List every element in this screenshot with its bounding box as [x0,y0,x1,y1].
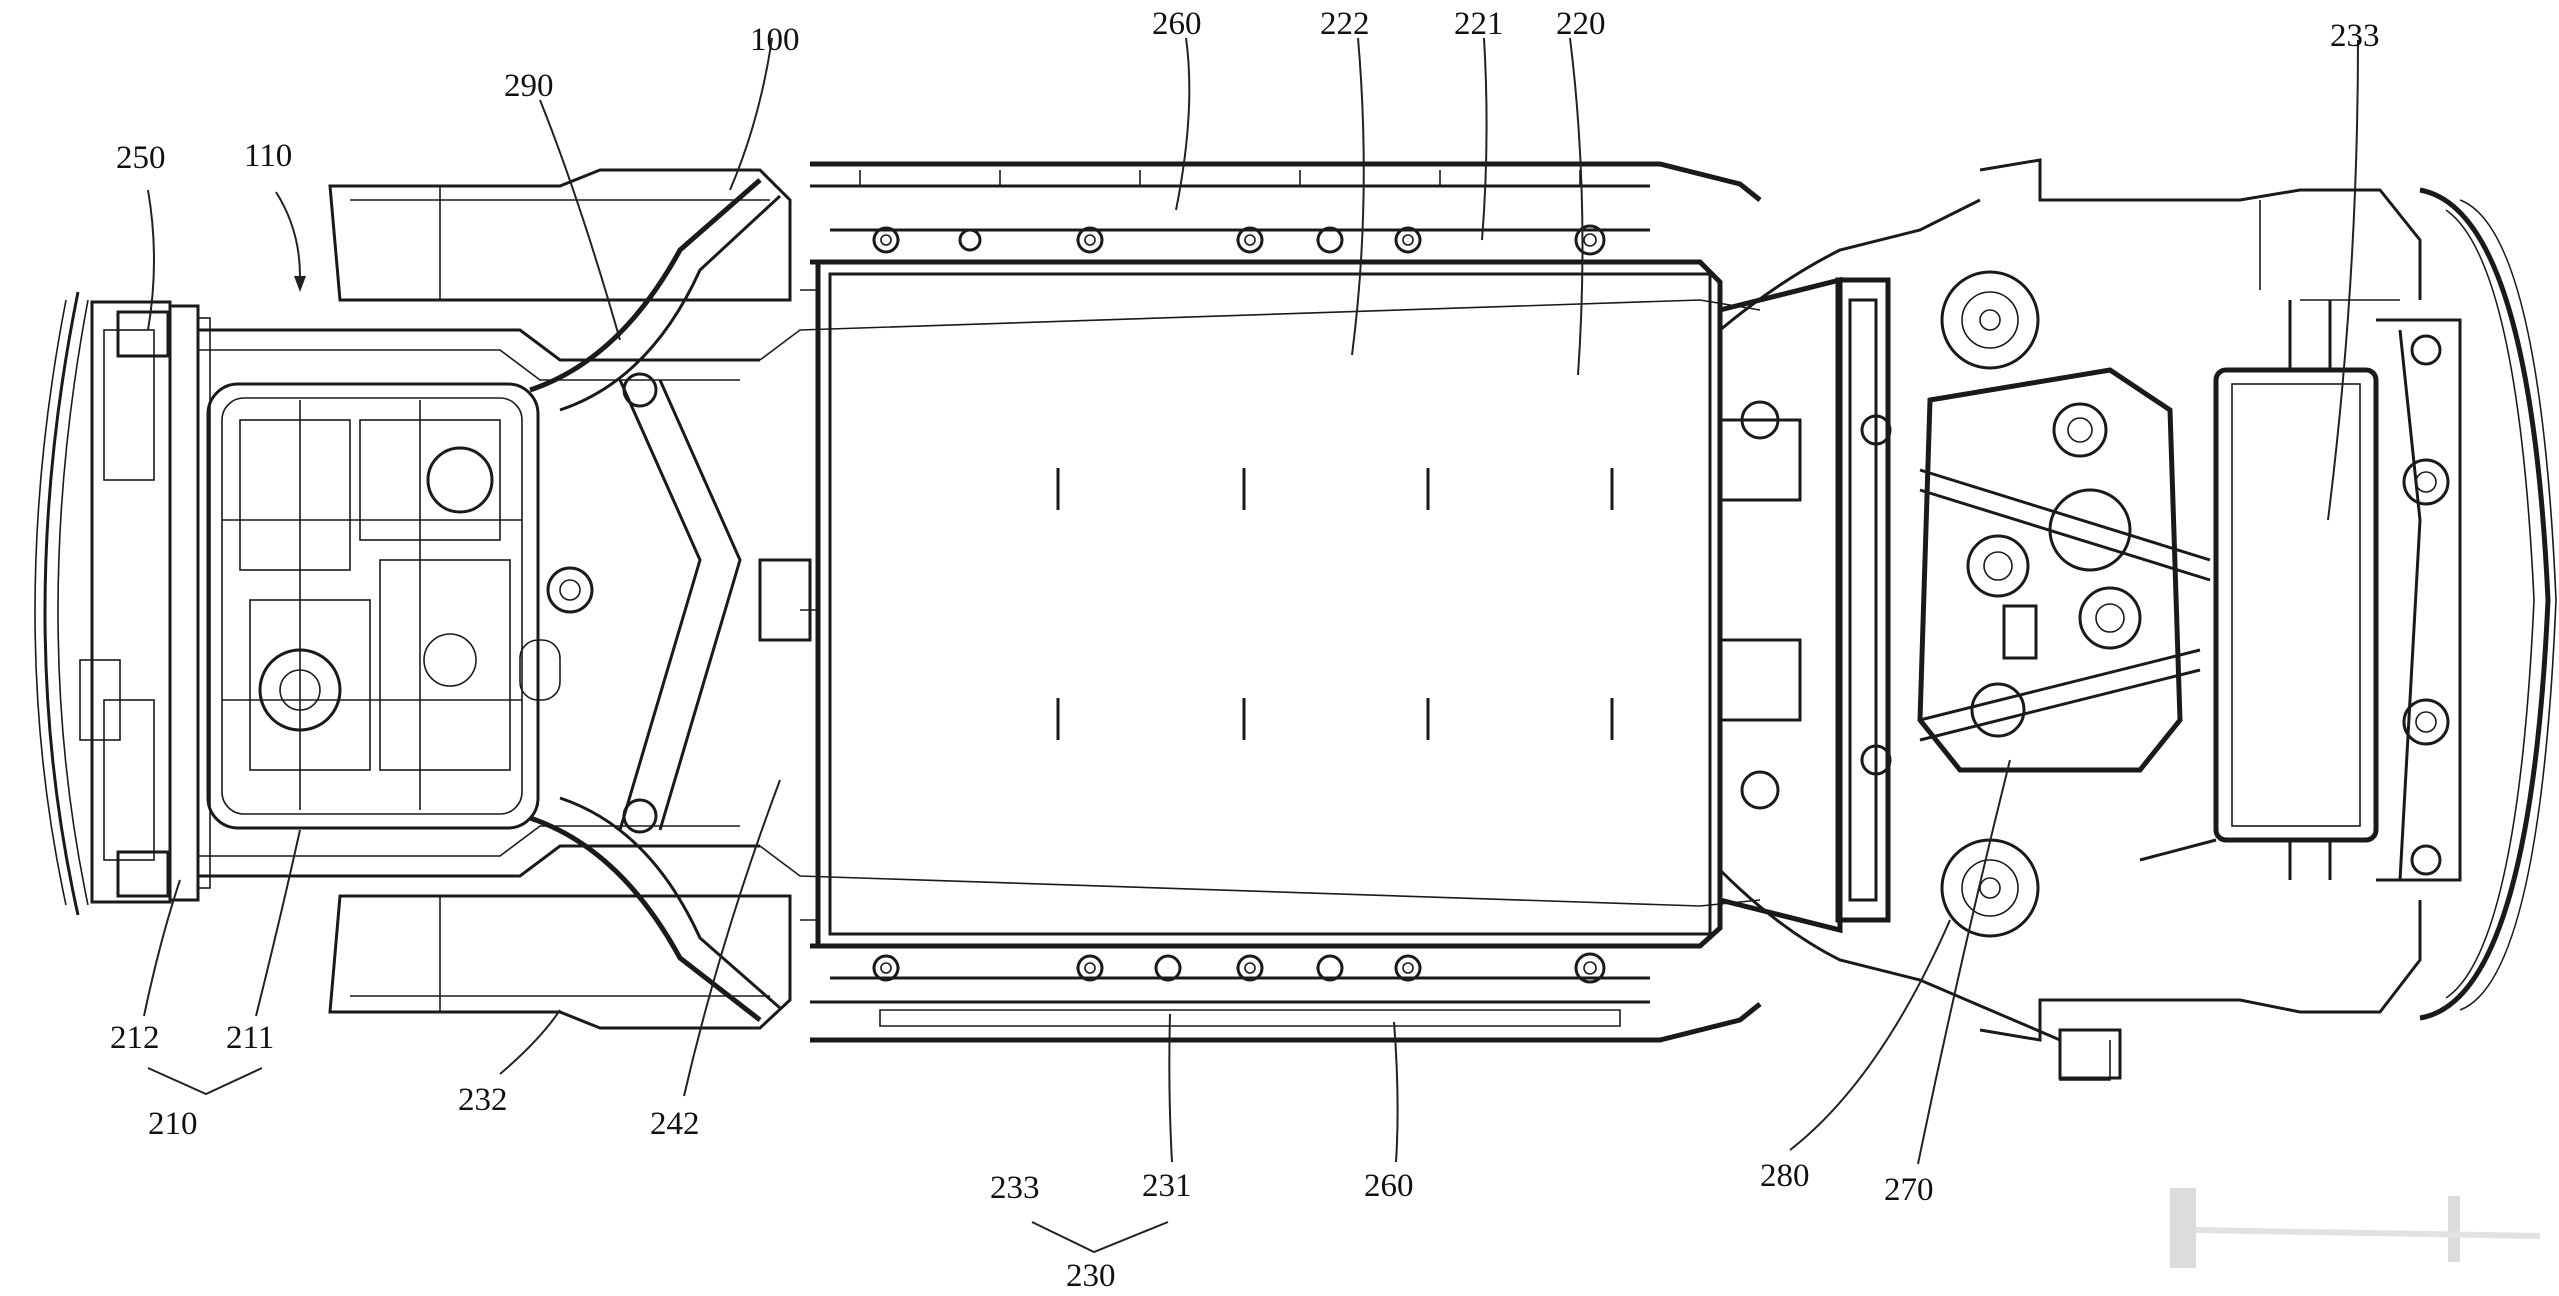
front-wheel-arches [328,168,792,1030]
label-212: 212 [110,1020,160,1056]
rear-cooling-module-233 [2139,300,2379,880]
front-bumper [34,291,172,916]
label-110: 110 [244,138,292,174]
rear-tank-module [1917,367,2211,773]
rear-bumper [2419,187,2557,1021]
label-220: 220 [1556,6,1606,42]
label-270: 270 [1884,1172,1934,1208]
watermark-mark [2170,1188,2541,1268]
label-233-bottom: 233 [990,1170,1040,1206]
label-242: 242 [650,1106,700,1142]
label-280: 280 [1760,1158,1810,1194]
battery-pack-slots [1056,468,1614,740]
coolant-lines [759,198,2061,1042]
rear-wheel-arches [1979,158,2422,1081]
label-100: 100 [750,22,800,58]
front-subframe-210 [168,304,760,902]
label-230: 230 [1066,1258,1116,1294]
label-260-bottom: 260 [1364,1168,1414,1204]
label-290: 290 [504,68,554,104]
label-250: 250 [116,140,166,176]
side-sill-top-260 [810,161,1762,265]
reference-labels: 100 110 250 290 260 222 221 220 233 212 … [110,6,2380,1294]
engine-module-110 [206,382,540,830]
label-232: 232 [458,1082,508,1118]
side-sill-bottom-231 [810,943,1762,1043]
leader-lines [143,37,2359,1254]
rear-suspension-towers [1940,270,2040,938]
front-rails [519,178,812,1022]
label-231: 231 [1142,1168,1192,1204]
label-222: 222 [1320,6,1370,42]
arrow-110-icon [294,276,306,292]
label-211: 211 [226,1020,274,1056]
label-221: 221 [1454,6,1504,42]
label-260-top: 260 [1152,6,1202,42]
rear-frame [2376,318,2462,882]
sill-mounting-bolts [872,224,1606,984]
label-210: 210 [148,1106,198,1142]
rear-subframe [1719,276,1892,934]
battery-pack-220 [800,259,1723,949]
label-233-top: 233 [2330,18,2380,54]
